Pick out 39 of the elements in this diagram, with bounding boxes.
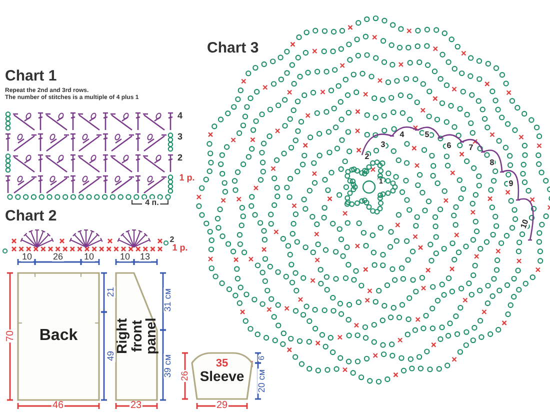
round-number: 2 xyxy=(364,153,370,161)
dimension-label: 29 xyxy=(215,401,229,411)
chart-title: Chart 3 xyxy=(206,40,260,56)
dimension-label: 13 xyxy=(139,252,151,262)
dimension-label: 70 xyxy=(6,329,16,343)
piece-label: Right front panel xyxy=(114,317,159,355)
row-number: 2 xyxy=(168,236,176,244)
dimension-label: 10 xyxy=(119,252,131,262)
piece-label: Sleeve xyxy=(200,368,244,384)
dimension-label: 10 xyxy=(21,252,33,262)
dimension-label: 21 xyxy=(106,286,116,298)
dimension-label: 39 см xyxy=(164,353,172,379)
dimension-label: 23 xyxy=(129,401,143,411)
row-number: 4 xyxy=(176,112,184,120)
dimension-label: 20 см xyxy=(258,368,266,394)
row-number: 3 xyxy=(176,132,184,142)
dimension-label: 49 xyxy=(106,350,116,362)
round-number: 3 xyxy=(380,141,386,149)
chart-title: Chart 2 xyxy=(4,208,58,224)
row-number: 2 xyxy=(176,154,184,162)
repeat-label: 4 п. xyxy=(144,199,160,207)
round-number: 6 xyxy=(446,142,452,150)
dimension-label: 26 xyxy=(180,370,190,382)
round-number: 4 xyxy=(398,131,406,139)
round-number: 7 xyxy=(468,144,474,152)
row-number: 1 p. xyxy=(171,244,189,252)
dimension-label: 10 xyxy=(83,252,95,262)
dimension-label: 6 xyxy=(258,354,266,362)
row-number: 1 p. xyxy=(178,174,196,182)
dimension-label: 35 xyxy=(214,358,230,370)
dimension-label: 26 xyxy=(52,252,64,262)
round-number: 9 xyxy=(508,180,514,188)
round-number: 8 xyxy=(488,159,496,167)
dimension-label: 46 xyxy=(51,401,65,411)
round-number: 10 xyxy=(519,218,531,230)
dimension-label: 31 см xyxy=(164,287,172,313)
round-number: 5 xyxy=(424,131,430,139)
chart-title: Chart 1 xyxy=(4,68,58,84)
piece-label: Back xyxy=(39,328,78,345)
